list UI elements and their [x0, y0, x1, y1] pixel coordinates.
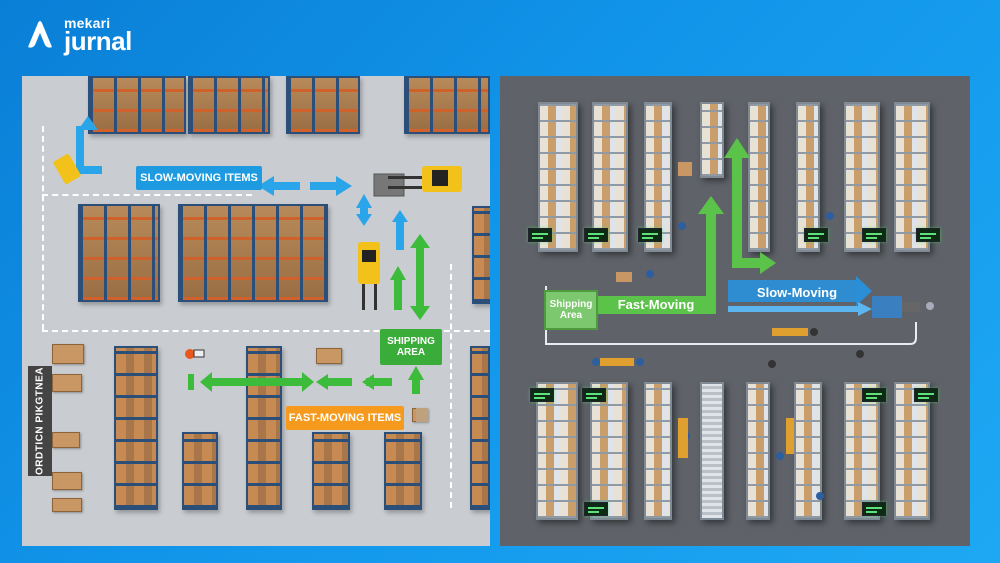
pallet-jack-icon	[358, 242, 380, 310]
aisle-line	[42, 126, 44, 330]
monitor-icon	[862, 502, 886, 516]
brand-name-top: mekari	[64, 15, 111, 31]
box-stack	[52, 472, 82, 490]
rack-top	[592, 102, 628, 252]
left-warehouse-panel: SLOW-MOVING ITEMS FAST-MOVING ITEMS SHIP…	[22, 76, 490, 546]
pallet-jack-icon	[53, 153, 81, 185]
rack-top-4	[404, 76, 490, 134]
shipping-area-label: SHIPPING AREA	[380, 329, 442, 365]
aisle-line	[42, 194, 252, 196]
rack-top	[844, 102, 880, 252]
flow-arrows	[545, 138, 934, 500]
fast-moving-items-label: FAST-MOVING ITEMS	[286, 406, 404, 430]
monitor-icon	[584, 228, 608, 242]
rack-top	[644, 102, 672, 252]
monitor-icon	[584, 502, 608, 516]
pallet-jack-icon	[592, 358, 644, 366]
rack-bottom-6	[470, 346, 490, 510]
box-stack	[52, 498, 82, 512]
fast-route-arrows	[598, 138, 776, 314]
pallet-jack-icon	[872, 296, 934, 318]
rack-bottom	[794, 382, 822, 520]
rack-bottom-3	[246, 346, 282, 510]
rack-bottom-5	[384, 432, 422, 510]
rack-bottom	[700, 382, 724, 520]
rack-top	[748, 102, 770, 252]
mekari-logo-icon	[28, 21, 52, 48]
worker-icon	[185, 349, 205, 359]
rack-mid-3	[472, 206, 490, 304]
rack-top-3	[286, 76, 360, 134]
rack-bottom-4	[312, 432, 350, 510]
rack-mid-2	[178, 204, 328, 302]
shipping-area-line2: Area	[559, 310, 583, 321]
box-stack	[52, 432, 80, 448]
brand-name-bottom: jurnal	[64, 26, 132, 56]
rack-bottom	[536, 382, 578, 520]
box-stack	[316, 348, 342, 364]
brand: mekari jurnal	[24, 16, 132, 54]
flow-arrows	[53, 116, 462, 422]
slow-route-arrows	[76, 116, 408, 250]
rack-bottom	[644, 382, 672, 520]
pallet-icon	[616, 162, 794, 458]
shipping-area-line2: AREA	[396, 347, 426, 358]
rack-top	[700, 102, 724, 178]
forklift-icon	[373, 166, 462, 197]
monitor-icon	[914, 388, 938, 402]
rack-top	[796, 102, 820, 252]
box-stack	[52, 374, 82, 392]
rack-top	[894, 102, 930, 252]
fast-moving-label: Fast-Moving	[617, 296, 695, 312]
rack-bottom-1	[114, 346, 158, 510]
rack-top	[538, 102, 578, 252]
monitor-icon	[528, 228, 552, 242]
rack-bottom	[894, 382, 930, 520]
rack-mid-1	[78, 204, 160, 302]
aisle-line	[450, 264, 452, 508]
slow-moving-items-label: SLOW-MOVING ITEMS	[136, 166, 262, 190]
shipping-area-line1: Shipping	[549, 299, 593, 310]
slow-moving-label: Slow-Moving	[756, 284, 838, 300]
pallet-jack-icon	[772, 328, 818, 336]
monitor-icon	[862, 228, 886, 242]
shipping-area-label: Shipping Area	[544, 290, 598, 330]
rack-bottom	[844, 382, 880, 520]
monitor-icon	[582, 388, 606, 402]
monitor-icon	[804, 228, 828, 242]
rack-bottom-2	[182, 432, 218, 510]
shipping-area-line1: SHIPPING	[387, 335, 435, 347]
slow-route-arrows	[728, 276, 872, 316]
monitor-icon	[862, 388, 886, 402]
order-picking-area-sign: ORDTICN PIKGTNEA	[28, 366, 52, 476]
rack-bottom	[746, 382, 770, 520]
rack-top-2	[188, 76, 270, 134]
pallet-icon	[416, 408, 428, 422]
fast-route-arrows	[188, 234, 430, 394]
box-stack	[52, 344, 84, 364]
monitor-icon	[638, 228, 662, 242]
right-warehouse-panel: Shipping Area Fast-Moving Slow-Moving	[500, 76, 970, 546]
aisle-line	[42, 330, 490, 332]
rack-bottom	[590, 382, 628, 520]
monitor-icon	[916, 228, 940, 242]
monitor-icon	[530, 388, 554, 402]
rack-top-1	[88, 76, 186, 134]
